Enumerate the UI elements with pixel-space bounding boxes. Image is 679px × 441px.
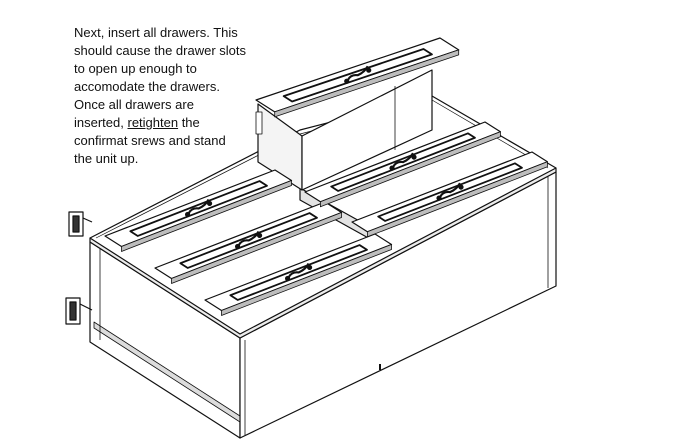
drawer-handle-icon bbox=[346, 65, 369, 81]
left-drawer-3 bbox=[204, 233, 393, 316]
drawer-handle-icon bbox=[392, 152, 414, 168]
drawers-group bbox=[104, 37, 549, 316]
drawer-handle-icon bbox=[187, 198, 210, 215]
left-drawer-1 bbox=[104, 169, 293, 252]
left-drawer-2 bbox=[154, 201, 343, 284]
right-drawer-2 bbox=[351, 151, 549, 238]
drawer-handle-icon bbox=[287, 262, 310, 279]
right-drawer-1 bbox=[304, 121, 501, 208]
drawer-handle-icon bbox=[237, 230, 260, 247]
instruction-text-part-1: Next, insert all drawers. This should ca… bbox=[74, 25, 246, 130]
cabinet-body bbox=[89, 95, 557, 439]
drawer-handle-icon bbox=[439, 182, 461, 198]
top-drawer-riser bbox=[255, 69, 433, 191]
top-center-drawer bbox=[255, 37, 460, 118]
instruction-text-part-2: the confirmat srews and stand the unit u… bbox=[74, 115, 226, 166]
slide-bracket-icon bbox=[65, 211, 93, 325]
instruction-text: Next, insert all drawers. This should ca… bbox=[74, 24, 274, 168]
instruction-underlined-word: retighten bbox=[127, 115, 179, 130]
